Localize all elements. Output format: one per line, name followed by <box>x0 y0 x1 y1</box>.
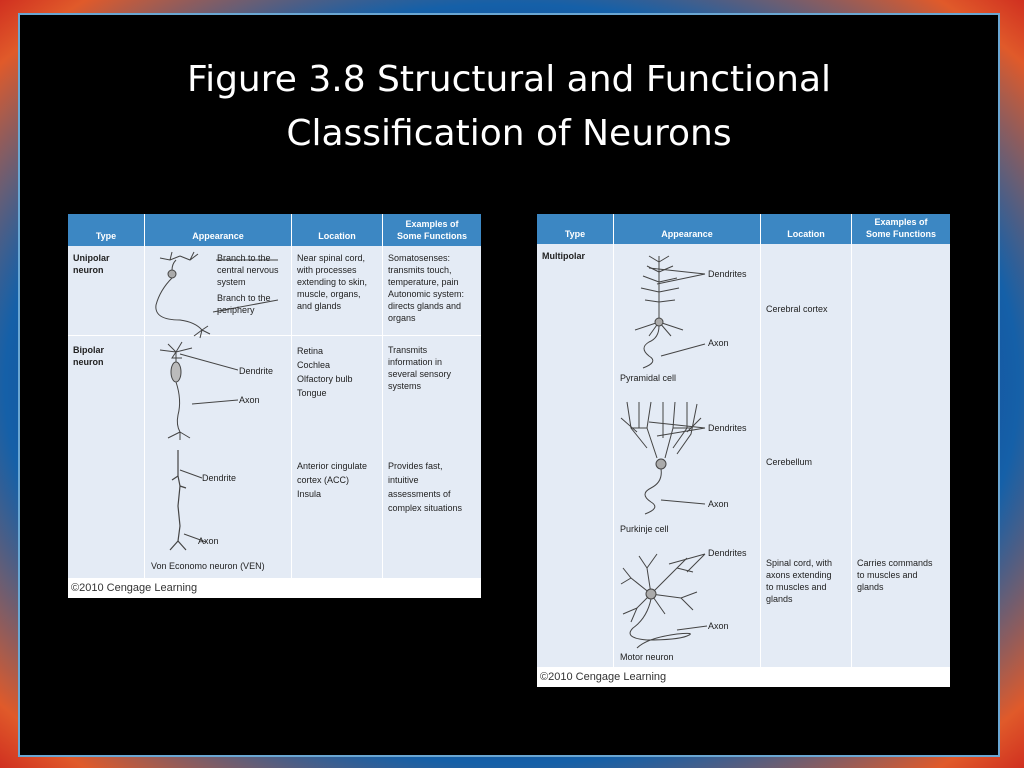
right-credit: ©2010 Cengage Learning <box>537 667 950 687</box>
header-appearance: Appearance <box>192 231 244 241</box>
right-table-header: Type Appearance Location Examples of Som… <box>537 214 950 244</box>
right-table: Type Appearance Location Examples of Som… <box>537 214 950 687</box>
slide-title: Figure 3.8 Structural and Functional Cla… <box>20 53 998 161</box>
pyramidal-cell-drawing <box>634 255 684 369</box>
purkinje-label-axon: Axon <box>708 499 729 509</box>
title-line-2: Classification of Neurons <box>286 113 732 154</box>
unipolar-location: Near spinal cord, with processes extendi… <box>297 253 368 311</box>
unipolar-type: Unipolar neuron <box>73 253 110 275</box>
bipolar-label-dendrite: Dendrite <box>239 366 274 376</box>
title-line-1: Figure 3.8 Structural and Functional <box>186 59 832 100</box>
ven-functions: Provides fast, intuitive assessments of … <box>388 461 463 513</box>
multipolar-type: Multipolar <box>542 251 585 261</box>
unipolar-functions: Somatosenses: transmits touch, temperatu… <box>388 253 465 323</box>
header-location: Location <box>787 229 825 239</box>
header-functions: Examples of Some Functions <box>865 217 936 239</box>
bipolar-neuron-drawing <box>159 341 193 440</box>
header-appearance: Appearance <box>661 229 713 239</box>
purkinje-cell-drawing <box>620 401 702 515</box>
bipolar-type: Bipolar neuron <box>73 345 105 367</box>
bipolar-label-axon: Axon <box>239 395 260 405</box>
header-functions: Examples of Some Functions <box>396 219 467 241</box>
header-type: Type <box>564 229 586 239</box>
unipolar-neuron-drawing <box>155 251 211 339</box>
purkinje-pointer-lines <box>648 421 706 505</box>
motor-location: Spinal cord, with axons extending to mus… <box>766 558 833 604</box>
unipolar-pointer-lines <box>212 259 278 313</box>
left-table: Type Appearance Location Examples of Som… <box>68 214 481 598</box>
purkinje-location: Cerebellum <box>766 457 813 467</box>
ven-pointer-lines <box>179 469 207 543</box>
header-type: Type <box>95 231 117 241</box>
pyramidal-caption: Pyramidal cell <box>620 373 677 383</box>
pyramidal-label-axon: Axon <box>708 338 729 348</box>
pyramidal-pointer-lines <box>648 267 706 357</box>
purkinje-label-dendrites: Dendrites <box>708 423 747 433</box>
header-location: Location <box>318 231 356 241</box>
purkinje-caption: Purkinje cell <box>620 524 669 534</box>
label-branch-cns: Branch to the central nervous system <box>217 253 279 287</box>
pyramidal-location: Cerebral cortex <box>766 304 828 314</box>
motor-caption: Motor neuron <box>620 652 674 662</box>
motor-pointer-lines <box>668 553 708 631</box>
motor-label-dendrites: Dendrites <box>708 548 747 558</box>
ven-label-axon: Axon <box>198 536 219 546</box>
ven-label-dendrite: Dendrite <box>202 473 237 483</box>
ven-neuron-drawing <box>169 450 187 551</box>
left-table-header: Type Appearance Location Examples of Som… <box>68 214 481 246</box>
label-branch-periphery: Branch to the periphery <box>217 293 271 315</box>
motor-functions: Carries commands to muscles and glands <box>857 558 933 592</box>
bipolar-location: Retina Cochlea Olfactory bulb Tongue <box>297 346 353 398</box>
motor-neuron-drawing <box>620 553 698 649</box>
left-credit: ©2010 Cengage Learning <box>68 578 481 598</box>
motor-label-axon: Axon <box>708 621 729 631</box>
ven-location: Anterior cingulate cortex (ACC) Insula <box>297 461 368 499</box>
bipolar-functions: Transmits information in several sensory… <box>388 345 452 391</box>
ven-caption: Von Economo neuron (VEN) <box>151 561 265 571</box>
bipolar-pointer-lines <box>179 353 238 405</box>
pyramidal-label-dendrites: Dendrites <box>708 269 747 279</box>
